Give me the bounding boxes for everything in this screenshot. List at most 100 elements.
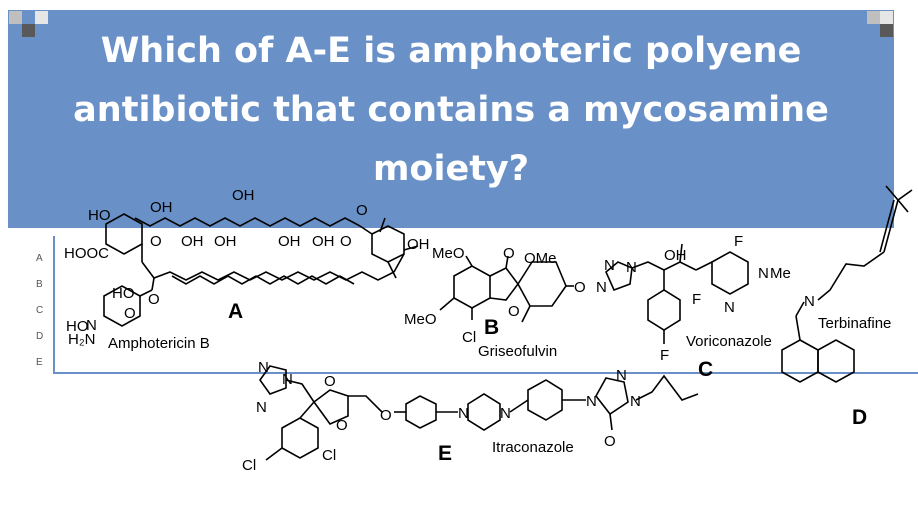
- bond-chain: [348, 395, 383, 413]
- atom-label: N: [596, 279, 607, 296]
- atom-label: OH: [312, 233, 335, 250]
- atom-label: N: [758, 265, 769, 282]
- atom-label: N: [258, 359, 269, 376]
- atom-label: O: [356, 202, 368, 219]
- atom-label: OH: [232, 187, 255, 204]
- atom-label: N: [586, 393, 597, 410]
- bond-dioxolane-ring: [312, 389, 349, 425]
- bond-ring: [359, 225, 405, 263]
- bond-piperazine-ring: [467, 393, 501, 431]
- atom-label: O: [503, 245, 515, 262]
- bond-aromatic-ring: [453, 265, 491, 309]
- atom-label: N: [500, 405, 511, 422]
- atom-label: N: [604, 257, 615, 274]
- bond: [509, 399, 529, 413]
- row-letter: A: [36, 253, 43, 264]
- atom-label: N: [256, 399, 267, 416]
- atom-label: O: [574, 279, 586, 296]
- atom-label: OMe: [524, 250, 557, 267]
- atom-label: Cl: [322, 447, 336, 464]
- bond-naphthalene-ring: [817, 339, 855, 383]
- bond-triazolone-ring: [595, 377, 629, 416]
- question-line-2: antibiotic that contains a mycosamine: [73, 90, 829, 130]
- atom-label: OH: [664, 247, 687, 264]
- atom-label: O: [604, 433, 616, 450]
- structure-griseofulvin: MeO O OMe O O MeO Cl B Griseofulvin: [404, 245, 586, 360]
- row-letter: D: [36, 331, 44, 342]
- atom-label: Me: [770, 265, 791, 282]
- atom-label: H₂N: [68, 331, 96, 348]
- compound-letter-a: A: [228, 300, 243, 323]
- bond: [795, 301, 805, 317]
- compound-name-e: Itraconazole: [492, 439, 574, 456]
- structure-itraconazole: N N N O O O N N N N N O Cl Cl E Itracona…: [242, 359, 699, 474]
- atom-label: O: [508, 303, 520, 320]
- atom-label: O: [124, 305, 136, 322]
- bond-pyrimidine-ring: [711, 251, 749, 295]
- atom-label: O: [324, 373, 336, 390]
- bond-alkyne: [879, 199, 895, 253]
- bond-phenyl-ring: [405, 395, 437, 429]
- bond: [379, 217, 386, 233]
- atom-label: OH: [407, 236, 430, 253]
- atom-label: O: [380, 407, 392, 424]
- bond: [299, 401, 315, 419]
- atom-label: N: [282, 371, 293, 388]
- bond-cyclohexenone: [517, 261, 567, 307]
- question-text: Which of A-E is amphoteric polyene antib…: [8, 22, 894, 199]
- atom-label: N: [86, 317, 97, 334]
- bond: [609, 413, 613, 431]
- bond-phenyl-ring: [527, 379, 563, 421]
- bond-chain: [817, 251, 885, 301]
- atom-label: HO: [88, 207, 111, 224]
- atom-label: MeO: [432, 245, 465, 262]
- title-banner: [8, 10, 894, 228]
- bond: [151, 277, 155, 291]
- corner-square-light: [880, 11, 893, 24]
- diagram-frame: [53, 236, 918, 374]
- bond-polyene: [141, 261, 395, 281]
- compound-letter-c: C: [698, 358, 713, 381]
- atom-label: OH: [214, 233, 237, 250]
- bond: [795, 315, 801, 341]
- question-line-1: Which of A-E is amphoteric polyene: [100, 31, 802, 71]
- bond-difluorophenyl-ring: [647, 289, 681, 331]
- atom-label: F: [734, 233, 743, 250]
- atom-label: N: [804, 293, 815, 310]
- bond-sugar-ring: [103, 285, 141, 327]
- atom-label: Cl: [462, 329, 476, 346]
- corner-square-light: [867, 11, 880, 24]
- bond: [897, 199, 909, 213]
- bond-dichlorophenyl-ring: [281, 417, 319, 459]
- compound-name-a: Amphotericin B: [108, 335, 210, 352]
- atom-label: N: [616, 367, 627, 384]
- atom-label: N: [630, 393, 641, 410]
- bond: [505, 255, 509, 269]
- row-letter: B: [36, 279, 43, 290]
- atom-label: F: [692, 291, 701, 308]
- bond-ring: [105, 213, 143, 255]
- bond: [439, 297, 455, 311]
- bond-naphthalene-ring: [781, 339, 819, 383]
- compound-name-d: Terbinafine: [818, 315, 891, 332]
- atom-label: OH: [278, 233, 301, 250]
- corner-square-dark: [22, 24, 35, 37]
- compound-letter-e: E: [438, 442, 452, 465]
- compound-letter-b: B: [484, 316, 499, 339]
- structure-voriconazole: N N N OH F F N N F C Voriconazole: [596, 233, 772, 381]
- compound-name-c: Voriconazole: [686, 333, 772, 350]
- atom-label: Cl: [242, 457, 256, 474]
- bond: [393, 253, 405, 273]
- row-letter: E: [36, 357, 43, 368]
- atom-label: O: [150, 233, 162, 250]
- question-line-3: moiety?: [372, 149, 530, 189]
- corner-square-light: [9, 11, 22, 24]
- atom-label: OH: [181, 233, 204, 250]
- bond: [387, 261, 397, 279]
- atom-label: HO: [112, 285, 135, 302]
- bond: [403, 245, 419, 251]
- bond-triazole-ring: [259, 365, 287, 395]
- bond: [265, 447, 283, 461]
- bond-chain: [134, 217, 361, 227]
